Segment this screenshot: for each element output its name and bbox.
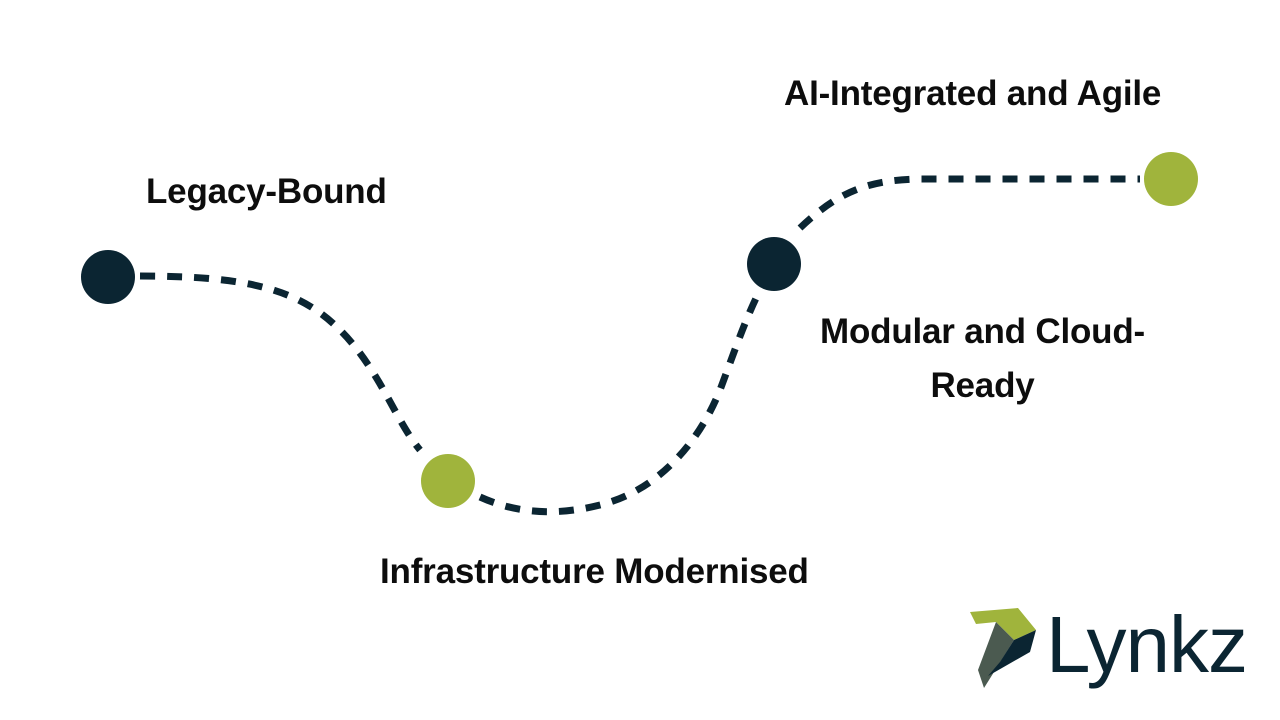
stage-node-modular bbox=[747, 237, 801, 291]
stage-label-legacy: Legacy-Bound bbox=[146, 172, 387, 211]
stage-node-legacy bbox=[81, 250, 135, 304]
stage-label-modular: Modular and Cloud-Ready bbox=[820, 312, 1145, 405]
stage-node-ai bbox=[1144, 152, 1198, 206]
lynkz-logo-icon bbox=[970, 608, 1036, 688]
stage-label-infrastructure: Infrastructure Modernised bbox=[380, 552, 809, 591]
stage-label-ai: AI-Integrated and Agile bbox=[784, 74, 1162, 113]
stage-node-infrastructure bbox=[421, 454, 475, 508]
lynkz-logo-text: Lynkz bbox=[1046, 600, 1248, 689]
journey-path bbox=[139, 175, 1140, 516]
